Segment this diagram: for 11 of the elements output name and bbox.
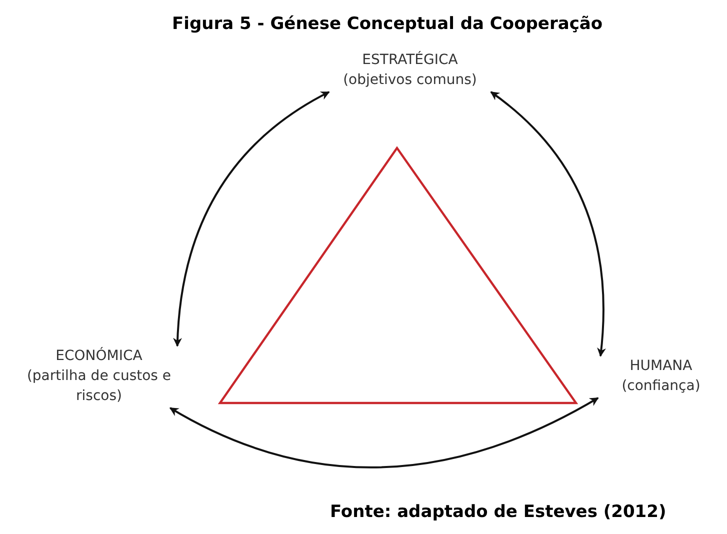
node-description: (partilha de custos e riscos) — [26, 367, 172, 406]
curved-double-arrow — [173, 91, 330, 347]
curved-double-arrow — [490, 91, 606, 357]
node-heading: ECONÓMICA — [56, 346, 142, 366]
node-description: (objetivos comuns) — [343, 71, 477, 90]
figure-title: Figura 5 - Génese Conceptual da Cooperação — [172, 13, 603, 36]
node-description: (confiança) — [622, 377, 700, 396]
source-caption: Fonte: adaptado de Esteves (2012) — [330, 501, 666, 524]
curved-double-arrow — [169, 397, 599, 468]
node-heading: ESTRATÉGICA — [362, 50, 458, 70]
node-heading: HUMANA — [630, 357, 692, 376]
